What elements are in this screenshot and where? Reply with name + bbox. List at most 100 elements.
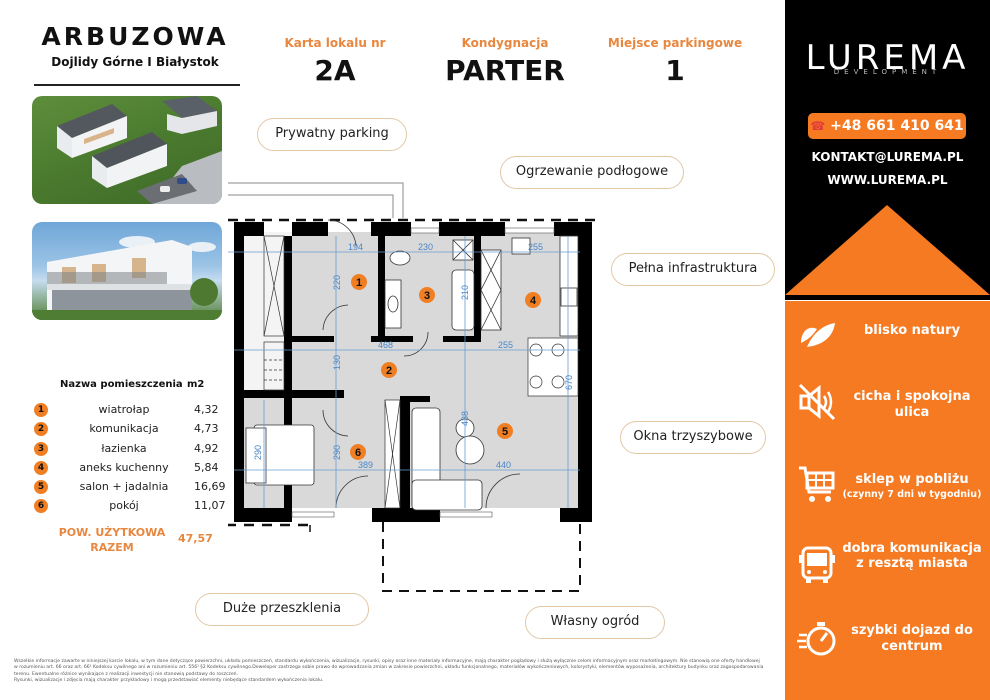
feature-text: cicha i spokojna ulica — [853, 389, 971, 420]
floor-block: Kondygnacja PARTER — [430, 36, 580, 87]
disclaimer-line: Rysunki, wizualizacje i zdjęcia mają cha… — [14, 677, 324, 683]
unit-number-block: Karta lokalu nr 2A — [270, 36, 400, 87]
room-area: 16,69 — [194, 480, 226, 493]
svg-text:230: 230 — [418, 242, 433, 252]
feature-quiet-street: cicha i spokojna ulica — [785, 380, 990, 460]
callout-floor-heating: Ogrzewanie podłogowe — [500, 156, 684, 189]
callout-large-glazing: Duże przeszklenia — [195, 593, 369, 626]
svg-text:255: 255 — [528, 242, 543, 252]
svg-text:468: 468 — [378, 340, 393, 350]
room-name-column-header: Nazwa pomieszczenia — [60, 379, 183, 390]
feature-nature: blisko natury — [785, 310, 990, 390]
feature-text: dobra komunikacja z resztą miasta — [842, 541, 982, 571]
room-area: 4,92 — [194, 442, 219, 455]
room-row: 1 wiatrołap 4,32 — [34, 401, 234, 420]
feature-text: szybki dojazd do centrum — [851, 623, 973, 654]
phone-icon: ☎ — [810, 119, 826, 133]
brand-logo-subtitle: DEVELOPMENT — [833, 68, 942, 76]
stopwatch-icon — [797, 622, 836, 656]
room-name: aneks kuchenny — [79, 461, 169, 474]
svg-text:3: 3 — [424, 290, 430, 302]
room-row: 3 łazienka 4,92 — [34, 440, 234, 459]
parking-block: Miejsce parkingowe 1 — [600, 36, 750, 87]
disclaimer-line: Wszelkie informacje zawarte w niniejszej… — [14, 659, 760, 664]
room-number-badge: 2 — [34, 422, 48, 436]
title-divider — [34, 84, 240, 86]
leaf-icon — [801, 323, 835, 347]
svg-text:210: 210 — [460, 285, 470, 300]
total-area-value: 47,57 — [178, 532, 213, 545]
muted-speaker-icon — [798, 383, 836, 421]
svg-text:438: 438 — [460, 411, 470, 426]
svg-text:1: 1 — [356, 277, 362, 289]
room-area-column-header: m2 — [187, 379, 205, 390]
feature-shop-nearby: sklep w pobliżu (czynny 7 dni w tygodniu… — [785, 462, 990, 542]
callout-infrastructure: Pełna infrastruktura — [611, 253, 775, 286]
street-photo — [32, 222, 222, 320]
website-link[interactable]: WWW.LUREMA.PL — [827, 173, 948, 187]
floor-label: Kondygnacja — [461, 36, 549, 50]
aerial-photo — [32, 96, 222, 204]
room-area: 11,07 — [194, 499, 226, 512]
phone-number: +48 661 410 641 — [830, 118, 964, 134]
room-number-badge: 4 — [34, 461, 48, 475]
feature-title: sklep w pobliżu — [855, 472, 969, 487]
svg-text:255: 255 — [498, 340, 513, 350]
features-panel — [785, 301, 990, 700]
unit-number-value: 2A — [314, 54, 356, 87]
legal-disclaimer: Wszelkie informacje zawarte w niniejszej… — [14, 659, 784, 684]
room-row: 6 pokój 11,07 — [34, 497, 234, 516]
email-link[interactable]: KONTAKT@LUREMA.PL — [811, 150, 964, 164]
phone-button[interactable]: ☎ +48 661 410 641 — [808, 113, 966, 139]
disclaimer-line: w rozumieniu art. 66 oraz art. 66¹ Kodek… — [14, 665, 764, 671]
svg-text:4: 4 — [530, 295, 537, 307]
room-area: 4,32 — [194, 403, 219, 416]
feature-transport: dobra komunikacja z resztą miasta — [785, 535, 990, 615]
svg-text:440: 440 — [496, 460, 511, 470]
callout-private-garden: Własny ogród — [525, 606, 665, 639]
room-name: łazienka — [101, 442, 147, 455]
feature-fast-commute: szybki dojazd do centrum — [785, 615, 990, 695]
brand-logo: LUREMA — [805, 38, 970, 78]
total-area-label: POW. UŻYTKOWA RAZEM — [52, 525, 172, 555]
project-location: Dojlidy Górne I Białystok — [51, 55, 219, 69]
room-area: 5,84 — [194, 461, 219, 474]
room-row: 5 salon + jadalnia 16,69 — [34, 478, 234, 497]
feature-text: blisko natury — [863, 323, 961, 338]
callout-private-parking: Prywatny parking — [257, 118, 407, 151]
room-number-badge: 5 — [34, 480, 48, 494]
svg-text:130: 130 — [332, 355, 342, 370]
floor-value: PARTER — [445, 54, 565, 87]
feature-subtitle: (czynny 7 dni w tygodniu) — [842, 489, 982, 500]
callout-triple-glazed-windows: Okna trzyszybowe — [620, 421, 766, 454]
disclaimer-line: terenu. Ewentualne różnice wynikające z … — [14, 671, 239, 677]
parking-label: Miejsce parkingowe — [607, 36, 743, 50]
svg-text:5: 5 — [502, 426, 508, 438]
total-area-label-line2: RAZEM — [90, 541, 134, 554]
room-row: 4 aneks kuchenny 5,84 — [34, 459, 234, 478]
bus-icon — [799, 546, 835, 583]
svg-text:389: 389 — [358, 460, 373, 470]
shopping-cart-icon — [799, 466, 835, 502]
room-name: komunikacja — [89, 422, 159, 435]
room-number-badge: 1 — [34, 403, 48, 417]
room-row: 2 komunikacja 4,73 — [34, 420, 234, 439]
room-number-badge: 3 — [34, 442, 48, 456]
room-name: wiatrołap — [98, 403, 150, 416]
room-name: salon + jadalnia — [79, 480, 169, 493]
project-title: ARBUZOWA — [41, 22, 229, 51]
svg-text:290: 290 — [332, 445, 342, 460]
svg-text:6: 6 — [355, 447, 361, 459]
floor-plan: 194 230 255 468 255 389 440 220 130 290 … — [226, 170, 608, 640]
svg-text:290: 290 — [253, 445, 263, 460]
unit-number-label: Karta lokalu nr — [284, 36, 386, 50]
svg-text:194: 194 — [348, 242, 363, 252]
room-area: 4,73 — [194, 422, 219, 435]
svg-text:2: 2 — [386, 365, 392, 377]
room-name: pokój — [109, 499, 139, 512]
svg-text:670: 670 — [564, 375, 574, 390]
svg-text:220: 220 — [332, 275, 342, 290]
feature-text: sklep w pobliżu (czynny 7 dni w tygodniu… — [837, 472, 987, 501]
total-area-label-line1: POW. UŻYTKOWA — [58, 526, 166, 539]
room-number-badge: 6 — [34, 499, 48, 513]
